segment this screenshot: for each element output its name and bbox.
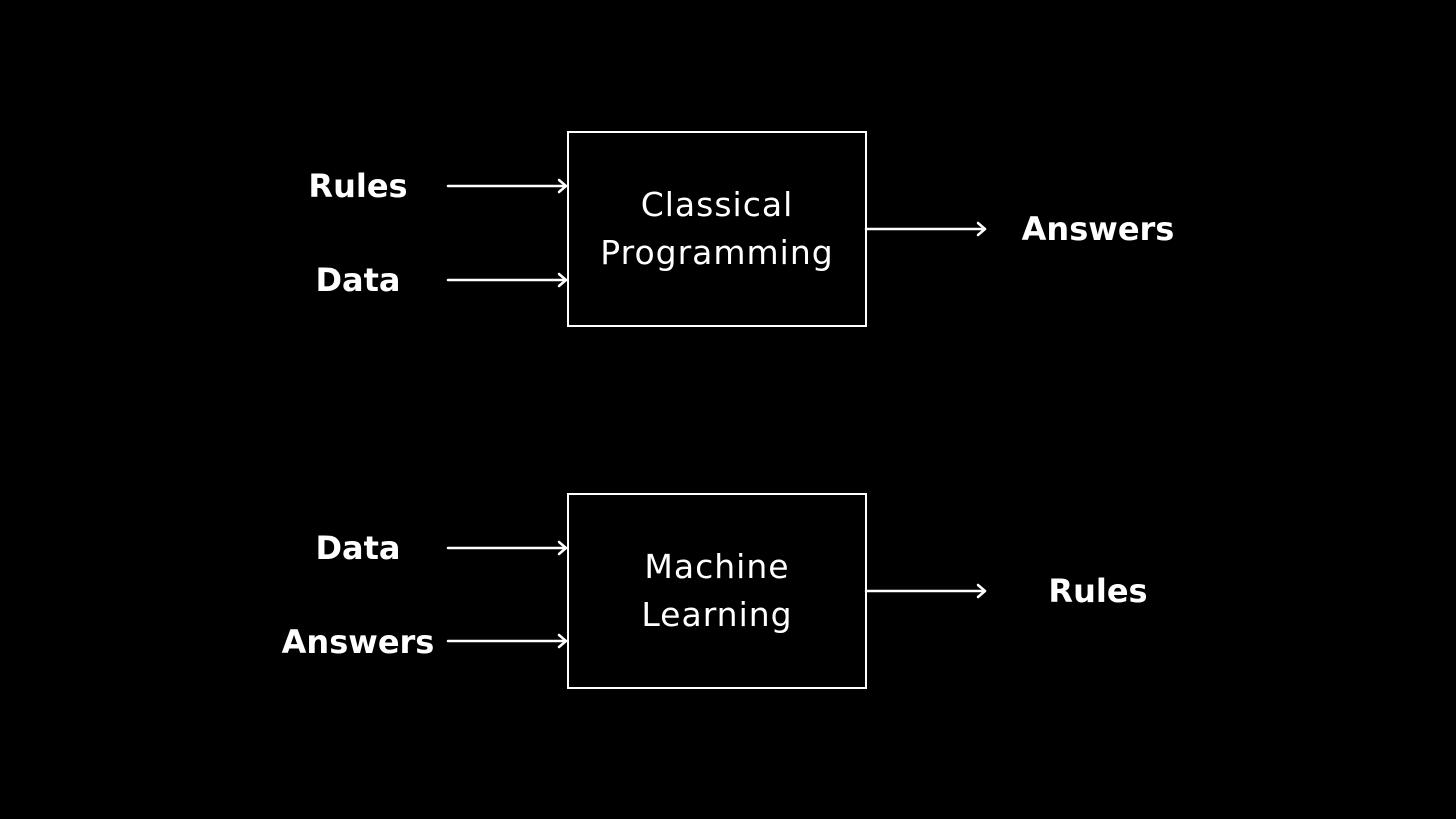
box-line-2: Learning	[641, 595, 793, 634]
box-line-1: Machine	[644, 547, 790, 586]
input-arrow-rules-icon	[446, 178, 568, 194]
input-label-data: Data	[315, 529, 401, 567]
classical-programming-box: Classical Programming	[567, 131, 867, 327]
machine-learning-box-label: Machine Learning	[641, 543, 792, 639]
input-arrow-data-icon	[446, 272, 568, 288]
machine-learning-box: Machine Learning	[567, 493, 867, 689]
input-label-answers: Answers	[281, 623, 435, 661]
output-label-rules: Rules	[1048, 572, 1148, 610]
machine-learning-diagram: Data Answers Machine Lea	[0, 482, 1456, 742]
input-arrow-answers-icon	[446, 633, 568, 649]
machine-learning-arrows	[446, 540, 987, 649]
input-arrow-data-icon	[446, 540, 568, 556]
output-arrow-rules-icon	[864, 583, 987, 599]
input-label-rules: Rules	[308, 167, 408, 205]
classical-arrows	[446, 178, 987, 288]
box-line-2: Programming	[600, 233, 834, 272]
box-line-1: Classical	[640, 185, 794, 224]
output-label-answers: Answers	[1021, 210, 1175, 248]
output-arrow-answers-icon	[864, 221, 987, 237]
classical-programming-box-label: Classical Programming	[600, 181, 833, 277]
classical-programming-diagram: Rules Data Classical Pro	[0, 120, 1456, 380]
input-label-data: Data	[315, 261, 401, 299]
